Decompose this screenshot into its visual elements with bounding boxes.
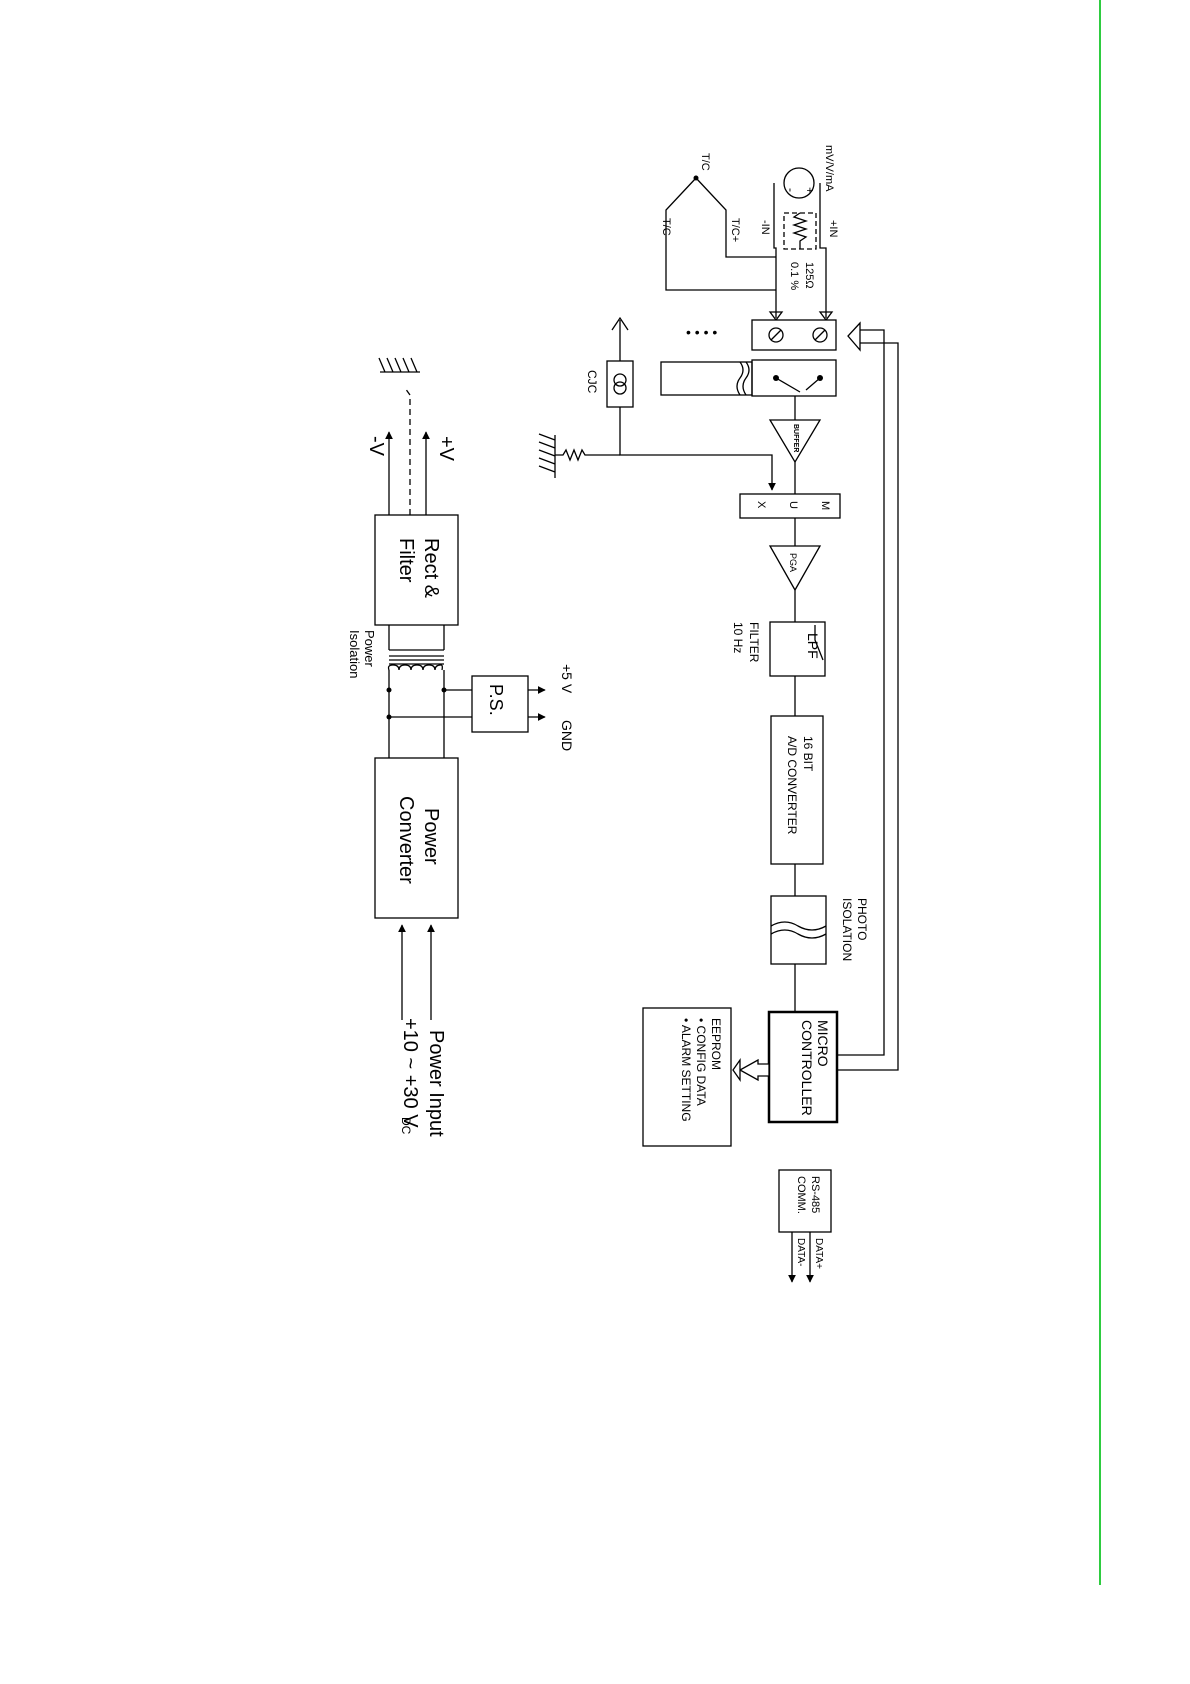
isolation-label-line2: Isolation xyxy=(347,630,362,678)
tc-minus-label: T/C- xyxy=(660,218,672,240)
mux-m-label: M xyxy=(819,501,831,510)
shunt-tolerance-label: 0.1 % xyxy=(788,262,800,290)
tc-label: T/C xyxy=(699,153,711,171)
eeprom-title: EEPROM xyxy=(709,1018,723,1070)
photo-label-line1: PHOTO xyxy=(855,898,869,940)
rs485-label-line2: COMM. xyxy=(795,1176,807,1214)
cjc-label: CJC xyxy=(585,370,599,394)
minus-v-label: -V xyxy=(365,436,387,457)
bus-arrow-icon xyxy=(740,1060,769,1080)
adc-label-line1: 16 BIT xyxy=(801,736,815,772)
adc-label-line2: A/D CONVERTER xyxy=(785,736,799,835)
in-plus-label: +IN xyxy=(827,220,839,237)
rs485-label-line1: RS-485 xyxy=(809,1176,821,1213)
converter-label-line1: Power xyxy=(420,808,442,865)
filter-label: FILTER xyxy=(747,622,761,663)
filter-freq-label: 10 Hz xyxy=(731,622,745,653)
mux-u-label: U xyxy=(787,501,799,509)
buffer-label: BUFFER xyxy=(792,424,799,452)
isolation-label-line1: Power xyxy=(362,630,377,668)
source-type-label: mV/V/mA xyxy=(823,145,835,192)
lpf-label: LPF xyxy=(805,633,821,659)
rect-label-line2: Filter xyxy=(395,538,417,583)
signal-chain: M U X PGA LPF FILTER 10 Hz 16 BIT A/D CO… xyxy=(643,323,898,1282)
svg-text:• • • •: • • • • xyxy=(686,324,717,340)
ground-icon xyxy=(539,434,555,478)
cjc-block xyxy=(607,361,633,407)
input-switch-block xyxy=(752,360,836,396)
converter-label-line2: Converter xyxy=(395,796,417,884)
pga-label: PGA xyxy=(788,553,798,572)
eeprom-item-alarm: • ALARM SETTING xyxy=(679,1018,693,1122)
power-input-range: +10 ~ +30 V xyxy=(399,1018,421,1128)
power-ground-icon xyxy=(379,358,420,372)
power-section: +V -V Rect & Filter Power Isolation P.S.… xyxy=(347,358,575,1137)
transformer-icon xyxy=(387,625,447,693)
cable-icon xyxy=(661,362,752,395)
power-input-label: Power Input xyxy=(425,1030,447,1137)
tc-plus-label: T/C+ xyxy=(729,218,741,242)
rect-label-line1: Rect & xyxy=(420,538,442,599)
mcu-label-line2: CONTROLLER xyxy=(799,1020,815,1116)
gnd-label: GND xyxy=(559,720,575,751)
svg-text:+: + xyxy=(803,187,817,194)
svg-text:-: - xyxy=(784,188,798,192)
power-input-unit: DC xyxy=(399,1117,413,1135)
photo-label-line2: ISOLATION xyxy=(840,898,854,961)
shunt-value-label: 125Ω xyxy=(803,262,815,289)
eeprom-item-config: • CONFIG DATA xyxy=(694,1018,708,1106)
ps-label: P.S. xyxy=(486,684,506,716)
in-minus-label: -IN xyxy=(759,220,771,235)
plus-v-label: +V xyxy=(435,436,457,462)
cjc-resistor-icon xyxy=(555,450,620,460)
data-plus-label: DATA+ xyxy=(813,1238,824,1269)
mcu-label-line1: MICRO xyxy=(815,1020,831,1067)
data-minus-label: DATA- xyxy=(795,1238,806,1267)
input-section: + - mV/V/mA +IN -IN 125Ω 0.1 % T/C T/C+ … xyxy=(539,145,839,494)
plus5v-label: +5 V xyxy=(559,664,575,694)
mux-x-label: X xyxy=(755,501,767,509)
resistor-icon xyxy=(794,213,806,249)
